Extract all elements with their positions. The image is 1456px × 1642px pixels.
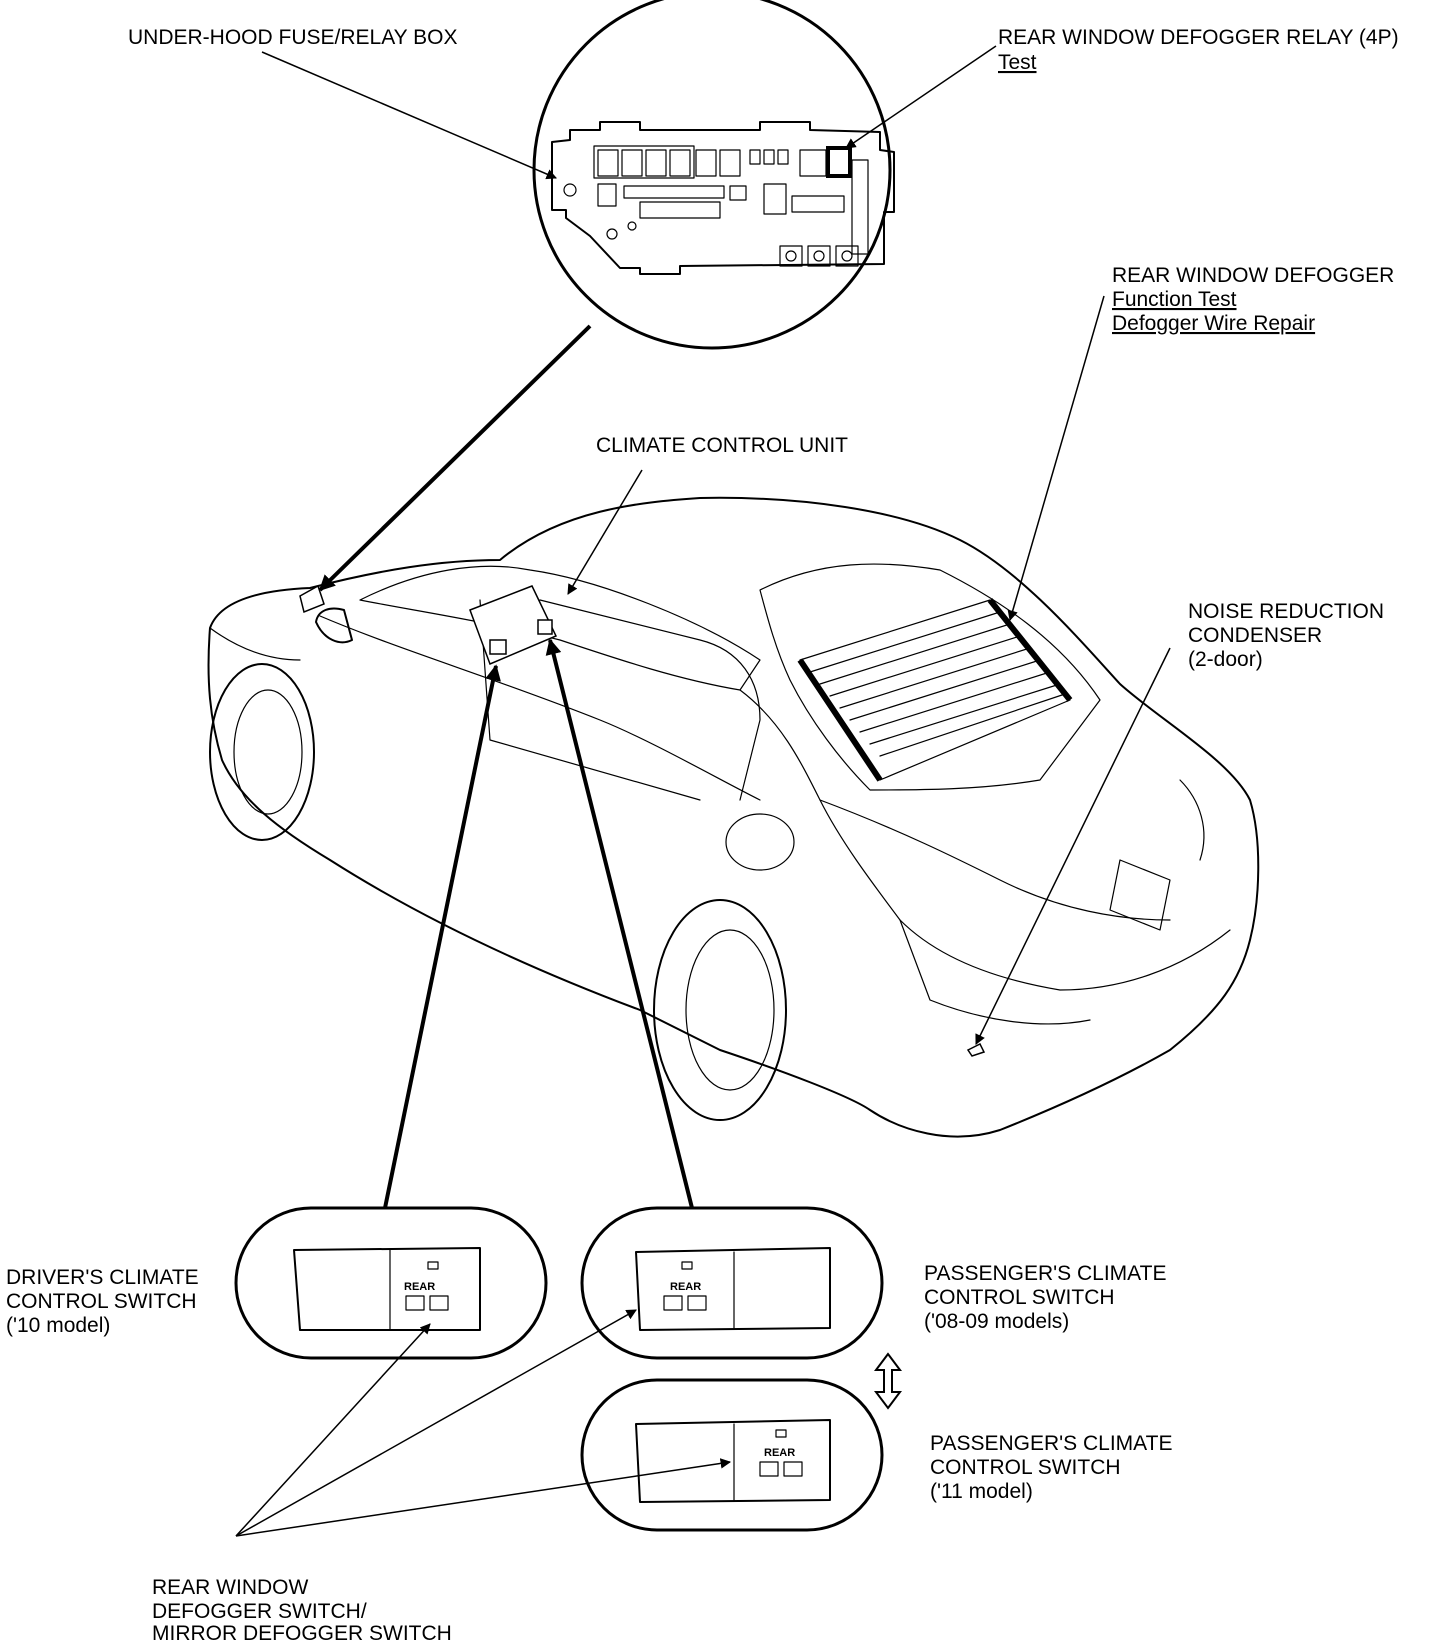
passenger-11-switch-detail: REAR xyxy=(580,1378,884,1532)
leader-lines xyxy=(235,45,1171,1537)
front-wheel xyxy=(209,663,315,841)
label-passenger-0809-3: ('08-09 models) xyxy=(924,1310,1069,1333)
label-driver-switch-3: ('10 model) xyxy=(6,1314,110,1337)
label-passenger-11-3: ('11 model) xyxy=(930,1480,1033,1503)
passenger-0809-switch-detail: REAR xyxy=(580,1206,884,1360)
passenger-switch-location xyxy=(537,619,553,635)
link-relay-test[interactable]: Test xyxy=(998,51,1037,74)
fuse-box-relays xyxy=(597,146,869,267)
driver-switch-location xyxy=(489,639,507,655)
defogger-relay-highlight xyxy=(826,146,852,178)
label-defogger-switch-1: REAR WINDOW xyxy=(152,1576,309,1599)
label-defogger-switch-2: DEFOGGER SWITCH/ xyxy=(152,1600,367,1623)
rear-wheel xyxy=(653,899,787,1121)
label-passenger-11-1: PASSENGER'S CLIMATE xyxy=(930,1432,1172,1455)
driver-switch-detail: REAR xyxy=(234,1206,548,1360)
passenger-11-rear-key: REAR xyxy=(764,1447,795,1459)
passenger-0809-rear-key: REAR xyxy=(670,1281,701,1293)
alternate-version-arrow xyxy=(874,1352,902,1410)
fuse-box-location-marker xyxy=(299,584,325,614)
label-noise-reduction-1: NOISE REDUCTION xyxy=(1188,600,1384,623)
label-passenger-11-2: CONTROL SWITCH xyxy=(930,1456,1121,1479)
driver-switch-rear-key: REAR xyxy=(404,1281,435,1293)
label-under-hood-fuse-box: UNDER-HOOD FUSE/RELAY BOX xyxy=(128,26,457,49)
label-rear-window-defogger: REAR WINDOW DEFOGGER xyxy=(1112,264,1394,287)
rear-window-defogger-grid xyxy=(797,598,1073,782)
noise-condenser-part xyxy=(966,1042,986,1057)
label-defogger-relay: REAR WINDOW DEFOGGER RELAY (4P) xyxy=(998,26,1399,49)
fuse-box-detail-circle xyxy=(532,0,895,350)
label-noise-reduction-2: CONDENSER xyxy=(1188,624,1322,647)
label-climate-control-unit: CLIMATE CONTROL UNIT xyxy=(596,434,848,457)
link-function-test[interactable]: Function Test xyxy=(1112,288,1237,311)
label-driver-switch-2: CONTROL SWITCH xyxy=(6,1290,197,1313)
label-driver-switch-1: DRIVER'S CLIMATE xyxy=(6,1266,199,1289)
bold-connector-arrows xyxy=(318,324,694,1209)
link-defogger-wire-repair[interactable]: Defogger Wire Repair xyxy=(1112,312,1315,335)
label-passenger-0809-2: CONTROL SWITCH xyxy=(924,1286,1115,1309)
label-passenger-0809-1: PASSENGER'S CLIMATE xyxy=(924,1262,1166,1285)
label-noise-reduction-3: (2-door) xyxy=(1188,648,1263,671)
car-body xyxy=(207,496,1260,1138)
label-defogger-switch-3: MIRROR DEFOGGER SWITCH xyxy=(152,1622,452,1642)
